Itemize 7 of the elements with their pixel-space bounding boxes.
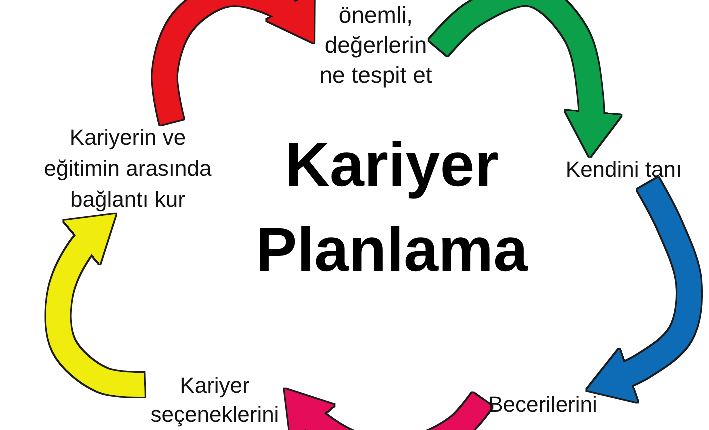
- step-text: Kendini tanı: [560, 156, 688, 184]
- step-text: önemli, değerlerin ne tespit et: [314, 0, 438, 90]
- curved-arrow: [584, 178, 702, 402]
- diagram-title: Kariyer Planlama: [254, 130, 530, 287]
- step-text: Becerilerini: [482, 390, 604, 420]
- step-text: Kariyer seçeneklerini: [144, 371, 286, 429]
- step-text: Kariyerin ve eğitimin arasında bağlantı kur: [38, 122, 218, 215]
